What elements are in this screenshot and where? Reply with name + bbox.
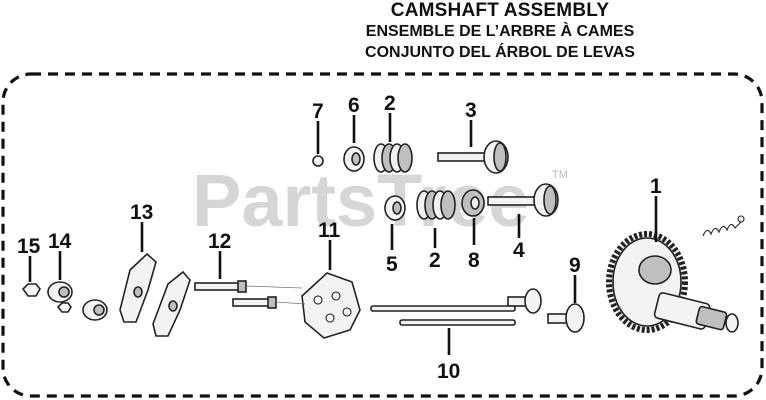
rocker-studs [194,280,306,309]
tappet-lower [547,303,585,333]
valve-spring-lower [416,190,456,220]
callout-spring-retainer: 5 [386,253,398,276]
valve-keeper-7 [312,155,324,167]
watermark-trademark: TM [552,169,568,181]
callout-jam-nut: 15 [17,235,41,258]
title-english: CAMSHAFT ASSEMBLY [390,0,610,21]
callout-rocker-arm: 13 [130,201,153,224]
camshaft-gear [606,231,739,333]
callout-valve-intake: 3 [465,99,477,122]
gear-spring [702,215,745,237]
push-rods [370,305,516,326]
callout-rocker-pivot: 14 [48,230,72,253]
valve-rotator-8 [461,189,485,217]
callout-valve-spring-lower: 2 [429,249,441,272]
title-spanish: CONJUNTO DEL ÁRBOL DE LEVAS [365,44,635,61]
callout-push-rod: 10 [437,360,460,383]
callout-guide-plate: 11 [318,219,341,242]
spring-retainer-5 [384,195,406,221]
title-french: ENSEMBLE DE L’ARBRE À CAMES [365,23,635,40]
rocker-arms [119,252,191,337]
tappet-upper [507,288,542,314]
callout-valve-exhaust: 4 [513,239,525,262]
callout-valve-keeper: 7 [312,100,324,123]
spring-retainer-6 [343,146,365,172]
callout-retainer-6: 6 [348,94,360,117]
valve-intake [437,140,509,174]
leader-lines [28,113,658,355]
callout-valve-rotator: 8 [468,249,480,272]
callout-tappet: 9 [569,254,581,277]
title-block: CAMSHAFT ASSEMBLY ENSEMBLE DE L’ARBRE À … [350,0,650,63]
jam-nuts [21,283,72,313]
callout-rocker-stud: 12 [208,230,231,253]
rocker-pivots [47,281,108,321]
valve-spring-upper [373,143,413,173]
rocker-guide-plate [301,272,361,339]
valve-exhaust [487,183,559,217]
callout-valve-spring-upper: 2 [384,92,396,115]
callout-camshaft-gear: 1 [650,175,662,198]
